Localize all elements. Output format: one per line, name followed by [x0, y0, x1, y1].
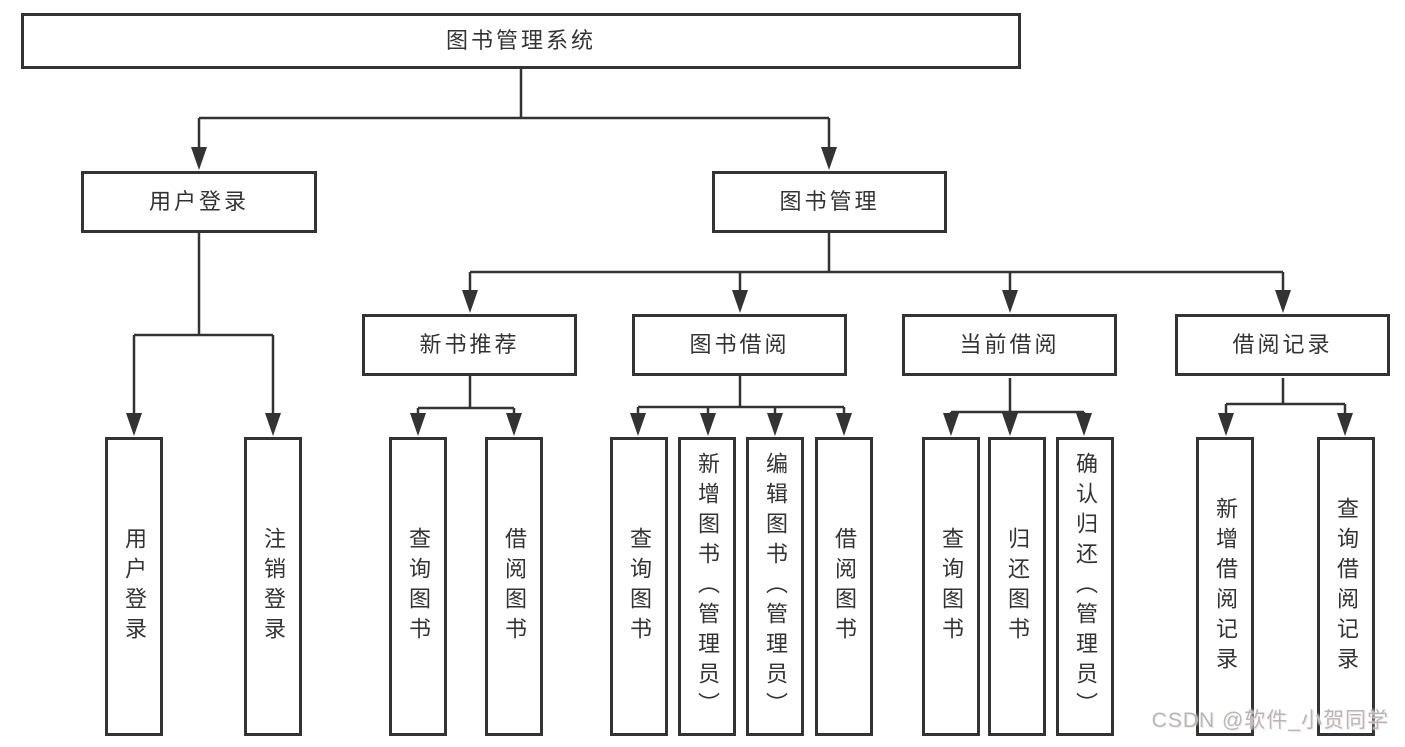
- leaf-edit-book-admin-label: 编辑图书（管理员）: [763, 451, 788, 722]
- connector-book-borrow-branch: [636, 376, 846, 416]
- leaf-query-books-newbook: 查询图书: [389, 437, 447, 736]
- arrow-down-icon: [836, 413, 852, 436]
- leaf-user-login-label: 用户登录: [122, 526, 147, 647]
- connector-root-stem: [197, 69, 831, 150]
- arrow-down-icon: [506, 413, 522, 436]
- node-book-borrow-label: 图书借阅: [689, 332, 790, 357]
- arrow-down-icon: [1218, 413, 1234, 436]
- arrow-down-icon: [126, 413, 142, 436]
- node-book-borrow: 图书借阅: [632, 314, 847, 376]
- leaf-return-book-label: 归还图书: [1005, 526, 1030, 647]
- leaf-query-books-newbook-label: 查询图书: [406, 526, 431, 647]
- arrow-down-icon: [191, 147, 207, 170]
- leaf-logout-label: 注销登录: [261, 526, 286, 647]
- leaf-add-book-admin-label: 新增图书（管理员）: [695, 451, 720, 722]
- arrow-down-icon: [1275, 290, 1291, 313]
- node-book-management: 图书管理: [712, 171, 947, 233]
- node-root-label: 图书管理系统: [445, 28, 596, 53]
- leaf-query-books-current: 查询图书: [922, 437, 980, 736]
- node-borrow-records-label: 借阅记录: [1232, 332, 1333, 357]
- arrow-down-icon: [410, 413, 426, 436]
- arrow-down-icon: [767, 413, 783, 436]
- connector-user-login-branch: [132, 233, 275, 416]
- node-user-login-label: 用户登录: [148, 189, 249, 214]
- leaf-query-borrow-record: 查询借阅记录: [1317, 437, 1375, 736]
- connector-borrow-records-branch: [1224, 378, 1347, 416]
- node-current-borrow: 当前借阅: [902, 314, 1117, 376]
- node-borrow-records: 借阅记录: [1175, 314, 1390, 376]
- arrow-down-icon: [265, 413, 281, 436]
- leaf-borrow-books-borrow: 借阅图书: [815, 437, 873, 736]
- leaf-user-login: 用户登录: [105, 437, 163, 736]
- leaf-borrow-books-newbook-label: 借阅图书: [502, 526, 527, 647]
- arrow-down-icon: [630, 413, 646, 436]
- csdn-watermark: CSDN @软件_小贺同学: [1151, 709, 1389, 732]
- leaf-query-books-borrow: 查询图书: [610, 437, 668, 736]
- connector-new-book-branch: [416, 376, 516, 416]
- leaf-add-borrow-record-label: 新增借阅记录: [1213, 496, 1238, 677]
- node-new-book-recommend-label: 新书推荐: [419, 332, 520, 357]
- node-current-borrow-label: 当前借阅: [959, 332, 1060, 357]
- leaf-add-book-admin: 新增图书（管理员）: [678, 437, 736, 736]
- leaf-query-books-borrow-label: 查询图书: [627, 526, 652, 647]
- leaf-return-book: 归还图书: [988, 437, 1046, 736]
- arrow-down-icon: [700, 413, 716, 436]
- arrow-down-icon: [943, 413, 959, 436]
- connector-current-borrow-branch: [949, 378, 1086, 416]
- node-user-login: 用户登录: [81, 171, 317, 233]
- leaf-borrow-books-borrow-label: 借阅图书: [832, 526, 857, 647]
- arrow-down-icon: [1337, 413, 1353, 436]
- leaf-query-books-current-label: 查询图书: [939, 526, 964, 647]
- leaf-query-borrow-record-label: 查询借阅记录: [1334, 496, 1359, 677]
- connector-lines: [132, 69, 1347, 416]
- leaf-edit-book-admin: 编辑图书（管理员）: [746, 437, 804, 736]
- node-book-management-label: 图书管理: [779, 189, 880, 214]
- node-new-book-recommend: 新书推荐: [362, 314, 577, 376]
- arrow-down-icon: [462, 290, 478, 313]
- arrow-down-icon: [732, 290, 748, 313]
- node-root: 图书管理系统: [21, 13, 1021, 69]
- leaf-logout: 注销登录: [244, 437, 302, 736]
- arrow-down-icon: [1076, 413, 1092, 436]
- arrow-down-icon: [1002, 413, 1018, 436]
- arrow-down-icon: [1002, 290, 1018, 313]
- arrow-down-icon: [821, 147, 837, 170]
- arrowheads: [126, 147, 1353, 436]
- leaf-confirm-return-admin: 确认归还（管理员）: [1056, 437, 1114, 736]
- leaf-borrow-books-newbook: 借阅图书: [485, 437, 543, 736]
- leaf-add-borrow-record: 新增借阅记录: [1196, 437, 1254, 736]
- connector-book-management-branch: [468, 233, 1285, 293]
- leaf-confirm-return-admin-label: 确认归还（管理员）: [1073, 451, 1098, 722]
